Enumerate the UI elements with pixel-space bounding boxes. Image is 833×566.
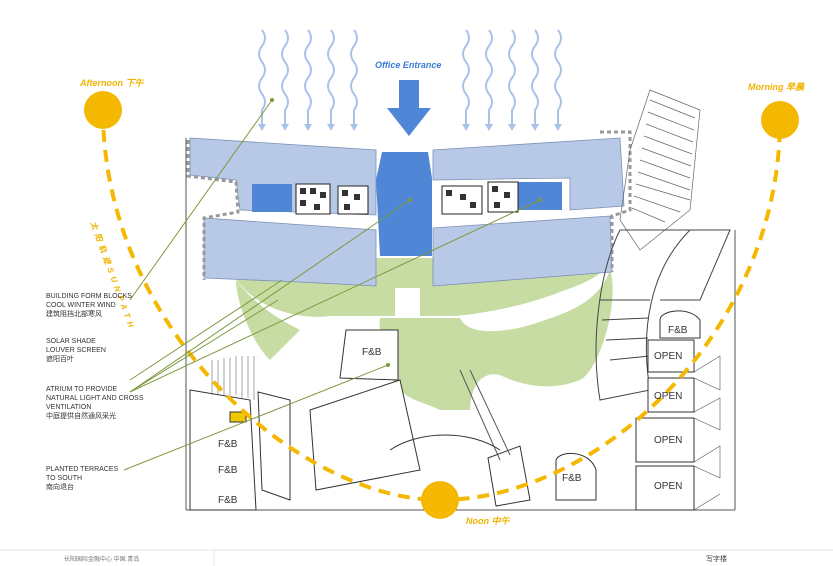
office-wing-ne	[432, 137, 625, 211]
noon-label: Noon 中午	[466, 516, 510, 526]
open-label-4: OPEN	[654, 481, 683, 492]
open-unit-diagonals	[693, 355, 721, 511]
annotation-solar-shade: SOLAR SHADE LOUVER SCREEN 遮阳百叶	[46, 338, 106, 363]
green-space-central	[379, 270, 613, 410]
wind-block-dotted-lines	[186, 130, 632, 280]
louver-screen	[619, 89, 701, 251]
fb-label-4: F&B	[218, 495, 238, 506]
annotation-leaders	[123, 99, 541, 471]
sun-morning-icon	[761, 101, 799, 139]
annotation-wind-block: BUILDING FORM BLOCKS COOL WINTER WIND 建筑…	[46, 293, 132, 318]
office-entrance-label: Office Entrance	[375, 60, 442, 70]
wind-arrows-left	[258, 29, 358, 124]
fb-label-2: F&B	[218, 439, 238, 450]
fb-label-3: F&B	[218, 465, 238, 476]
wind-arrowheads-left	[258, 124, 358, 131]
south-pod	[487, 445, 531, 507]
fb-label-1: F&B	[362, 347, 382, 358]
leader-dot-2	[408, 198, 412, 202]
fb-pod-east	[659, 310, 701, 339]
west-small-core	[229, 411, 247, 423]
open-label-2: OPEN	[654, 391, 683, 402]
atrium-courtyard-west	[252, 184, 292, 212]
fb-pod-south-east	[555, 452, 597, 501]
fb-label-6: F&B	[562, 473, 582, 484]
leader-dot-3	[538, 198, 542, 202]
open-units	[635, 339, 695, 511]
core-blocks	[295, 181, 519, 215]
wind-arrows-right	[462, 29, 562, 124]
leader-dot-4	[386, 363, 390, 367]
wind-arrowheads-right	[462, 124, 562, 131]
open-label-1: OPEN	[654, 351, 683, 362]
fb-blocks-west	[189, 329, 421, 511]
fb-label-5: F&B	[668, 325, 688, 336]
core-hatching	[300, 186, 510, 210]
west-louvers	[211, 356, 255, 400]
south-walkway-2	[469, 369, 511, 456]
afternoon-label: Afternoon 下午	[80, 78, 144, 88]
sun-afternoon-icon	[84, 91, 122, 129]
leader-dot-1	[270, 98, 274, 102]
morning-label: Morning 早晨	[748, 82, 804, 92]
footer-building-type: 写字楼	[706, 556, 727, 563]
atrium-courtyard-east	[516, 182, 562, 210]
sun-noon-icon	[421, 481, 459, 519]
office-wing-sw	[203, 217, 377, 287]
entrance-arrow	[387, 80, 431, 136]
south-plaza-curve	[389, 434, 501, 451]
annotation-atrium: ATRIUM TO PROVIDE NATURAL LIGHT AND CROS…	[46, 386, 144, 420]
open-label-3: OPEN	[654, 435, 683, 446]
footer-project-name: 长阳国际金融中心 中国.青岛	[64, 557, 140, 563]
annotation-planted-terraces: PLANTED TERRACES TO SOUTH 南向退台	[46, 466, 119, 491]
south-walkway	[459, 369, 501, 461]
